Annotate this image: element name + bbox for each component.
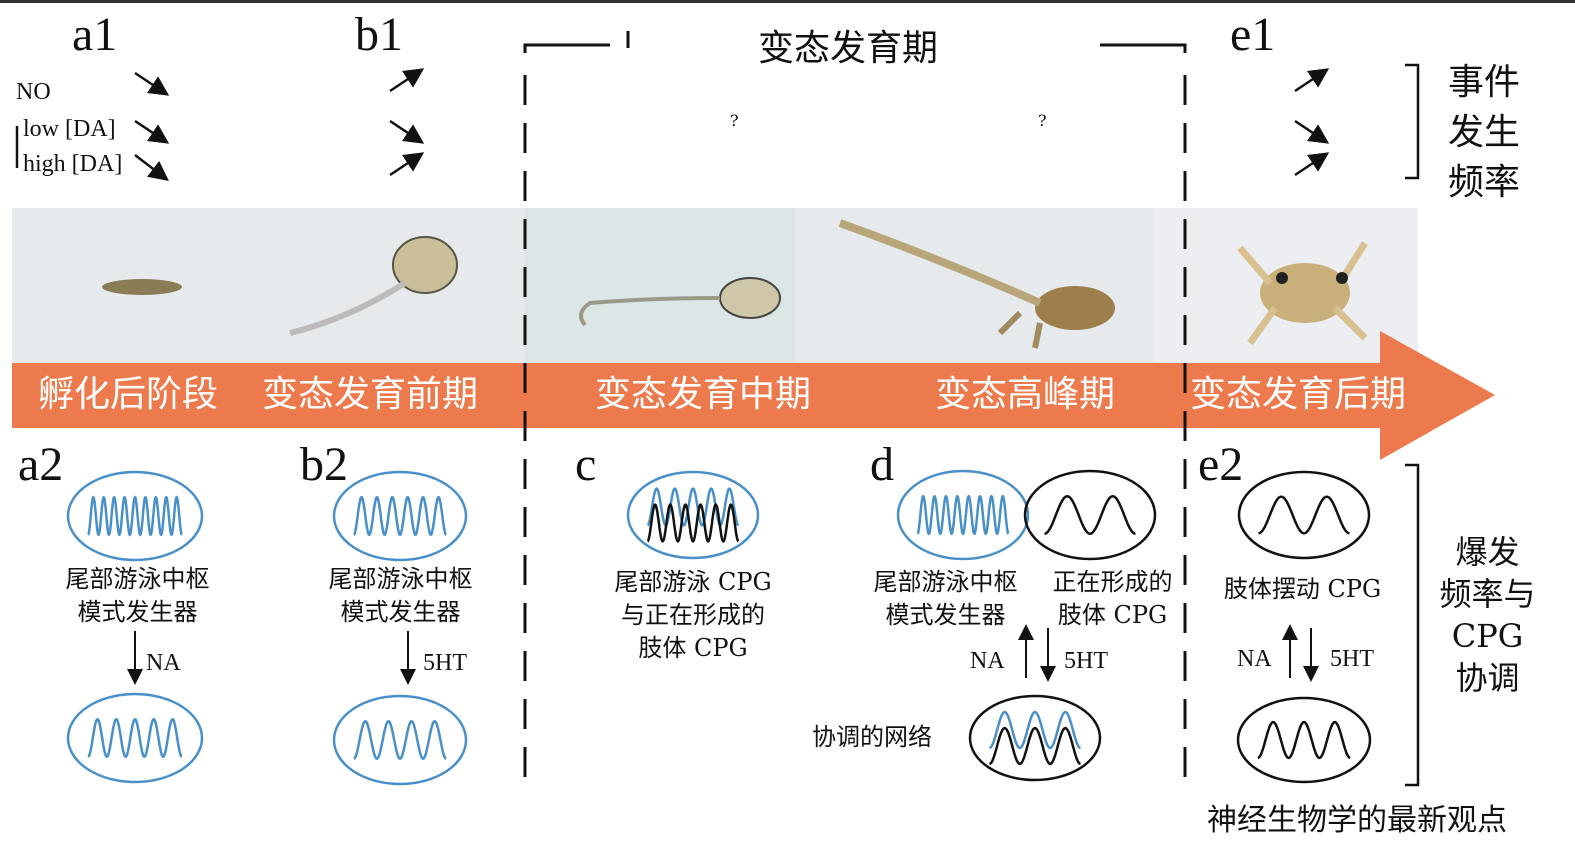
tadpole-prometamorphic: [579, 277, 781, 327]
stage-prometamorphosis: 变态发育中期: [595, 374, 812, 415]
timeline-arrow: [12, 331, 1495, 460]
cpg-oscillators: [66, 469, 1372, 786]
panel-a2-label: a2: [18, 438, 64, 491]
tadpole-premetamorphic: [289, 236, 458, 336]
cpg-label-d-right: 正在形成的肢体 CPG: [1052, 568, 1173, 629]
high-da-label: high [DA]: [23, 151, 123, 177]
no-label: NO: [16, 79, 51, 105]
panel-b1-label: b1: [355, 8, 403, 61]
diagram-graphics: [12, 31, 1495, 787]
cpg-label-d-left: 尾部游泳中枢模式发生器: [873, 568, 1018, 629]
panel-c-label: c: [575, 438, 597, 491]
burst-wave: [87, 495, 183, 537]
cpg-ellipse: [66, 470, 204, 562]
panel-d-label: d: [870, 438, 894, 491]
trend-arrow-icon: [134, 119, 170, 144]
burst-wave: [989, 710, 1081, 750]
panel-e2-label: e2: [1198, 438, 1244, 491]
stage-posthatching: 孵化后阶段: [38, 374, 219, 415]
stage-climax: 变态高峰期: [935, 374, 1116, 415]
burst-wave: [1258, 495, 1350, 535]
stage-premetamorphosis: 变态发育前期: [262, 374, 479, 415]
event-frequency-label: 事件发生频率: [1448, 62, 1521, 203]
metamorphosis-title: 变态发育期: [758, 28, 939, 69]
low-da-label: low [DA]: [23, 116, 116, 142]
panel-e1-label: e1: [1230, 8, 1276, 61]
5ht-label-d: 5HT: [1064, 648, 1108, 674]
trend-arrow-icon: [389, 68, 425, 93]
burst-wave: [1257, 720, 1351, 760]
metamorphosis-bracket: [523, 31, 1187, 783]
cpg-ellipse: [1237, 470, 1371, 560]
trend-arrows: [134, 68, 1330, 182]
cpg-ellipse: [332, 470, 468, 562]
cpg-ellipse: [968, 694, 1102, 782]
cpg-ellipse: [1023, 469, 1157, 561]
stage-postmetamorphosis: 变态发育后期: [1190, 374, 1407, 415]
modulation-arrows: [127, 624, 1319, 685]
cpg-ellipse: [66, 692, 204, 784]
panel-a1-label: a1: [72, 8, 118, 61]
trend-arrow-icon: [134, 154, 169, 182]
coordinated-network-label: 协调的网络: [812, 723, 932, 751]
cpg-ellipse: [332, 694, 468, 786]
unknown-mark: ?: [1038, 111, 1047, 130]
cpg-label-b2: 尾部游泳中枢模式发生器: [328, 565, 473, 626]
cpg-ellipse: [896, 469, 1030, 561]
burst-wave: [1044, 495, 1136, 535]
unknown-mark: ?: [730, 111, 739, 130]
na-label-d: NA: [970, 648, 1005, 674]
tadpole-hatchling: [102, 279, 182, 295]
burst-wave: [989, 726, 1081, 766]
5ht-label-b2: 5HT: [423, 650, 467, 676]
burst-wave: [353, 495, 447, 537]
cpg-label-e2: 肢体摆动 CPG: [1223, 575, 1382, 603]
trend-arrow-icon: [389, 152, 425, 177]
na-label-a2: NA: [146, 650, 181, 676]
right-brackets: [15, 63, 1420, 787]
burst-wave: [646, 487, 740, 527]
trend-arrow-icon: [1294, 119, 1330, 144]
cpg-label-a2: 尾部游泳中枢模式发生器: [65, 565, 210, 626]
burst-wave: [87, 717, 183, 759]
burst-wave: [353, 719, 447, 761]
trend-arrow-icon: [1294, 152, 1330, 177]
burst-wave: [646, 503, 740, 543]
5ht-label-e2: 5HT: [1330, 646, 1374, 672]
cpg-ellipse: [626, 470, 760, 560]
trend-arrow-icon: [1294, 68, 1330, 93]
footer-source: 神经生物学的最新观点: [1207, 803, 1507, 838]
tadpole-climax: [838, 219, 1115, 349]
froglet: [1237, 241, 1368, 346]
burst-wave: [916, 494, 1010, 536]
panel-b2-label: b2: [300, 438, 348, 491]
na-label-e2: NA: [1237, 646, 1272, 672]
trend-arrow-icon: [389, 119, 425, 144]
cpg-ellipse: [1236, 696, 1372, 784]
trend-arrow-icon: [134, 71, 170, 96]
